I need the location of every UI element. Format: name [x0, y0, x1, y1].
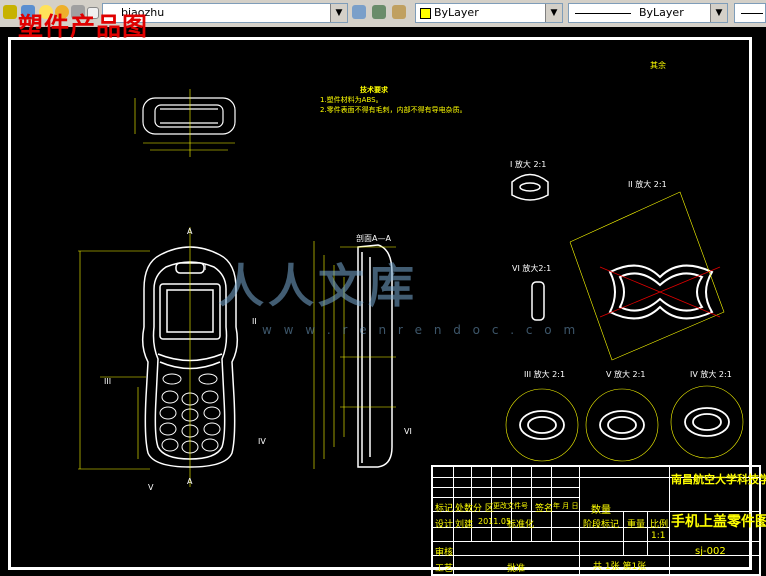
detail-VI-label: VI 放大2:1: [512, 264, 552, 273]
layer-match-icon[interactable]: [392, 5, 406, 19]
marker-V: V: [148, 483, 154, 492]
detail-V-label: V 放大 2:1: [606, 370, 646, 379]
linetype-dropdown[interactable]: ByLayer ▼: [568, 3, 728, 23]
detail-rings-dims: [505, 385, 744, 462]
watermark-text: 人人文库: [218, 259, 418, 313]
designer-name: 刘建: [455, 520, 474, 530]
marker-A-bottom: A: [187, 477, 193, 486]
layer-manager-icon[interactable]: [21, 5, 35, 19]
detail-II: [608, 264, 714, 320]
lineweight-preview: [741, 13, 763, 14]
header-zone: 分 区: [473, 504, 494, 514]
scale-value: 1:1: [651, 531, 666, 541]
weight-label: 重量: [627, 520, 646, 530]
bulb-icon[interactable]: [39, 5, 53, 19]
property-toolbar: biaozhu ▼ ByLayer ▼ ByLayer ▼: [0, 0, 766, 28]
header-change-doc: 更改文件号: [493, 502, 528, 510]
make-current-icon[interactable]: [352, 5, 366, 19]
linetype-value: ByLayer: [639, 6, 684, 19]
detail-I-label: I 放大 2:1: [510, 160, 547, 169]
roughness-label: 其余: [650, 61, 666, 70]
section-label: 剖面A—A: [356, 234, 391, 243]
sun-icon[interactable]: [55, 5, 69, 19]
design-label: 设计: [435, 520, 454, 530]
sheets-text: 共 1张 第1张: [593, 562, 647, 572]
header-mark: 标记: [435, 504, 454, 514]
marker-I: I: [204, 263, 207, 272]
tb-hline: [433, 487, 579, 488]
layer-state-icon[interactable]: [3, 5, 17, 19]
drawing-number: sj-002: [695, 546, 726, 557]
section-dims: [313, 241, 396, 469]
design-date: 2011.05: [478, 517, 512, 526]
stage-label: 阶段标记: [583, 520, 620, 530]
chevron-down-icon[interactable]: ▼: [545, 4, 562, 22]
school-name: 南昌航空大学科技学院: [671, 473, 766, 486]
tb-hline: [433, 555, 761, 556]
tb-vline: [647, 511, 648, 555]
header-date: 年 月 日: [553, 502, 579, 510]
chevron-down-icon[interactable]: ▼: [710, 4, 727, 22]
layer-previous-icon[interactable]: [372, 5, 386, 19]
tech-requirements-title: 技术要求: [360, 86, 388, 94]
marker-VI: VI: [404, 427, 412, 436]
marker-III: III: [104, 377, 112, 386]
front-view-dims: [78, 227, 191, 487]
tb-vline: [531, 467, 532, 541]
tech-note-1: 1.塑件材料为ABS。: [320, 96, 383, 104]
drawing-canvas[interactable]: 技术要求 1.塑件材料为ABS。 2.零件表面不得有毛刺，内部不得有导电杂质。 …: [0, 27, 766, 576]
detail-II-label: II 放大 2:1: [628, 180, 667, 189]
detail-VI: [531, 281, 545, 321]
watermark-url: w w w . r e n r e n d o c . c o m: [262, 323, 580, 337]
layer-color-icon[interactable]: [87, 7, 99, 19]
tb-vline: [471, 467, 472, 541]
drawing-geometry: [78, 89, 744, 487]
drawing-title: 手机上盖零件图: [671, 514, 766, 530]
approve-label: 批准: [507, 564, 526, 574]
top-view: [142, 97, 236, 135]
color-dropdown[interactable]: ByLayer ▼: [415, 3, 563, 23]
standardization-label: 标准化: [507, 520, 535, 530]
detail-IV-label: IV 放大 2:1: [690, 370, 732, 379]
tb-hline: [433, 511, 761, 512]
title-block: 南昌航空大学科技学院 手机上盖零件图 sj-002 数量 阶段标记 重量 比例 …: [431, 465, 766, 576]
drawing-frame: [8, 37, 752, 570]
keypad: [159, 373, 221, 454]
detail-rings: [519, 407, 730, 440]
tb-vline: [669, 467, 670, 576]
tb-hline: [433, 497, 579, 498]
tb-vline: [551, 467, 552, 541]
tb-hline: [433, 477, 761, 478]
detail-III-label: III 放大 2:1: [524, 370, 566, 379]
lock-icon[interactable]: [71, 5, 85, 19]
detail-I: [511, 173, 549, 201]
tb-vline: [579, 467, 580, 576]
tb-vline: [511, 467, 512, 541]
lineweight-dropdown[interactable]: [734, 3, 766, 23]
marker-IV: IV: [258, 437, 266, 446]
top-view-dims: [134, 89, 235, 157]
tb-vline: [623, 511, 624, 555]
marker-A-top: A: [187, 227, 193, 236]
tech-note-2: 2.零件表面不得有毛刺，内部不得有导电杂质。: [320, 106, 467, 114]
tb-hline: [433, 541, 761, 542]
quantity-label: 数量: [591, 505, 611, 516]
layer-name: biaozhu: [121, 6, 165, 19]
process-label: 工艺: [435, 564, 454, 574]
review-label: 审核: [435, 548, 454, 558]
detail-II-dims: [569, 191, 725, 361]
tb-vline: [453, 467, 454, 576]
scale-label: 比例: [650, 520, 669, 530]
layer-dropdown[interactable]: biaozhu ▼: [102, 3, 348, 23]
color-swatch: [420, 8, 431, 19]
header-signature: 签名: [535, 504, 554, 514]
linetype-preview: [575, 13, 631, 14]
detail-II-centerlines: [599, 266, 721, 318]
header-count: 处数: [455, 504, 474, 514]
tb-vline: [491, 467, 492, 541]
chevron-down-icon[interactable]: ▼: [330, 4, 347, 22]
overlay-title: 塑件产品图: [18, 12, 149, 41]
color-value: ByLayer: [434, 6, 479, 19]
marker-II: II: [252, 317, 257, 326]
